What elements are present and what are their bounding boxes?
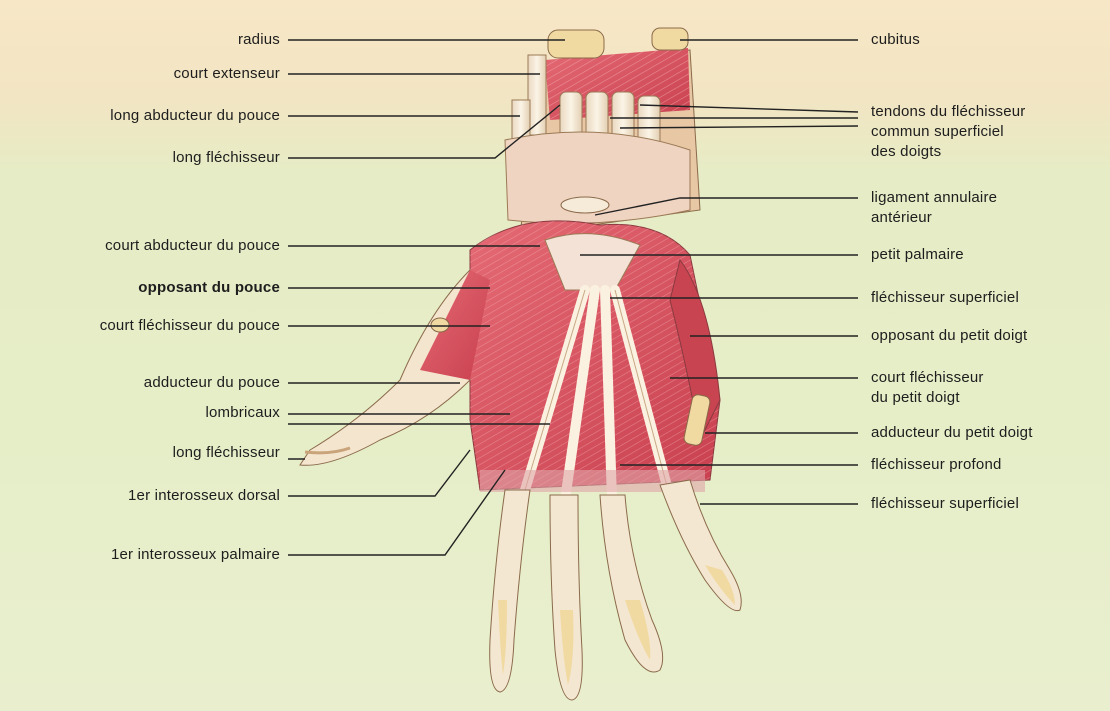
label-adducteur-pouce: adducteur du pouce bbox=[144, 374, 280, 392]
label-adducteur-petit-doigt: adducteur du petit doigt bbox=[871, 424, 1033, 442]
label-opposant-pouce: opposant du pouce bbox=[138, 279, 280, 297]
label-lombricaux: lombricaux bbox=[205, 404, 280, 422]
label-du-petit-doigt: du petit doigt bbox=[871, 389, 960, 407]
label-anterieur: antérieur bbox=[871, 209, 932, 227]
label-long-abducteur-pouce: long abducteur du pouce bbox=[110, 107, 280, 125]
label-flechisseur-profond: fléchisseur profond bbox=[871, 456, 1002, 474]
label-court-flechisseur-pouce: court fléchisseur du pouce bbox=[100, 317, 280, 335]
label-cubitus: cubitus bbox=[871, 31, 920, 49]
label-petit-palmaire: petit palmaire bbox=[871, 246, 964, 264]
label-commun-superficiel: commun superficiel bbox=[871, 123, 1004, 141]
label-opposant-petit-doigt: opposant du petit doigt bbox=[871, 327, 1027, 345]
label-long-flechisseur-lower: long fléchisseur bbox=[173, 444, 280, 462]
label-1er-interosseux-palmaire: 1er interosseux palmaire bbox=[111, 546, 280, 564]
label-flechisseur-superficiel-upper: fléchisseur superficiel bbox=[871, 289, 1019, 307]
label-court-extenseur: court extenseur bbox=[174, 65, 280, 83]
label-tendons-flechisseur: tendons du fléchisseur bbox=[871, 103, 1026, 121]
label-long-flechisseur-upper: long fléchisseur bbox=[173, 149, 280, 167]
label-des-doigts: des doigts bbox=[871, 143, 941, 161]
label-ligament-annulaire: ligament annulaire bbox=[871, 189, 997, 207]
label-radius: radius bbox=[238, 31, 280, 49]
label-1er-interosseux-dorsal: 1er interosseux dorsal bbox=[128, 487, 280, 505]
label-flechisseur-superficiel-lower: fléchisseur superficiel bbox=[871, 495, 1019, 513]
label-court-abducteur-pouce: court abducteur du pouce bbox=[105, 237, 280, 255]
label-court-flechisseur-petit: court fléchisseur bbox=[871, 369, 984, 387]
